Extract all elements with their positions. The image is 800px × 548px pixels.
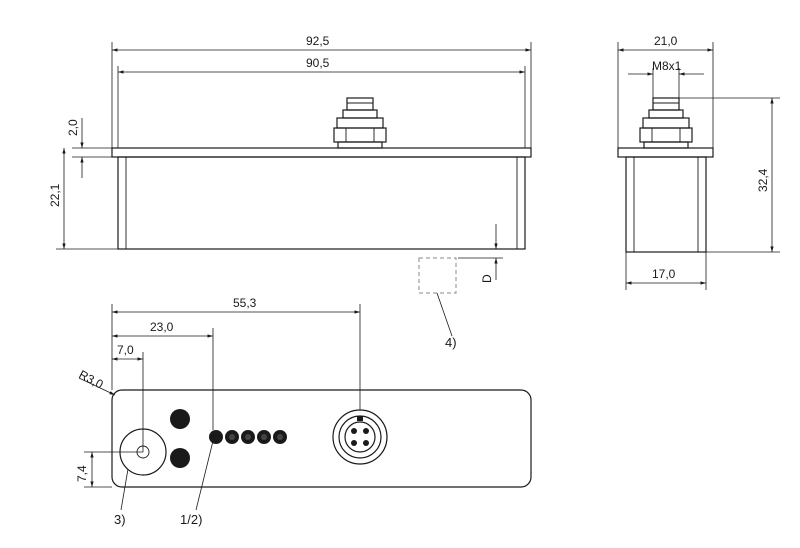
dim-hole-height: 7,4 bbox=[75, 465, 89, 482]
sensor-face-outline bbox=[111, 389, 532, 488]
dim-total-height: 32,4 bbox=[756, 168, 770, 192]
dim-flange-thickness: 2,0 bbox=[66, 119, 80, 136]
led-indicator-lower bbox=[170, 448, 190, 468]
dim-body-height: 22,1 bbox=[48, 183, 62, 207]
bottom-view: 55,3 23,0 7,0 R3,0 7,4 3) 1/2) bbox=[75, 296, 532, 527]
dim-sensing-distance: D bbox=[480, 274, 494, 283]
dim-inner-width: 90,5 bbox=[306, 56, 330, 70]
dim-overall-width: 92,5 bbox=[306, 34, 330, 48]
led-1 bbox=[209, 430, 223, 444]
dim-body-width: 17,0 bbox=[652, 267, 676, 281]
dim-side-width: 21,0 bbox=[654, 34, 678, 48]
led-row bbox=[209, 430, 287, 444]
m8-connector-front bbox=[333, 97, 387, 149]
led-indicator-upper bbox=[170, 409, 190, 429]
dim-corner-radius: R3,0 bbox=[77, 367, 106, 391]
dim-hole-offset: 7,0 bbox=[117, 343, 134, 357]
front-view: 92,5 90,5 2,0 22,1 D 4) bbox=[48, 34, 532, 350]
callout-leds: 1/2) bbox=[180, 512, 202, 527]
dim-connector-offset: 55,3 bbox=[233, 296, 257, 310]
sensing-target-outline bbox=[418, 257, 457, 294]
m8-socket-top-view bbox=[332, 409, 388, 465]
callout-sensing-face: 4) bbox=[445, 335, 457, 350]
m8-connector-side bbox=[639, 97, 693, 149]
side-view: 21,0 M8x1 32,4 17,0 bbox=[617, 34, 780, 290]
dim-thread: M8x1 bbox=[652, 59, 682, 73]
callout-mounting-hole: 3) bbox=[114, 512, 126, 527]
dim-led-offset: 23,0 bbox=[150, 320, 174, 334]
